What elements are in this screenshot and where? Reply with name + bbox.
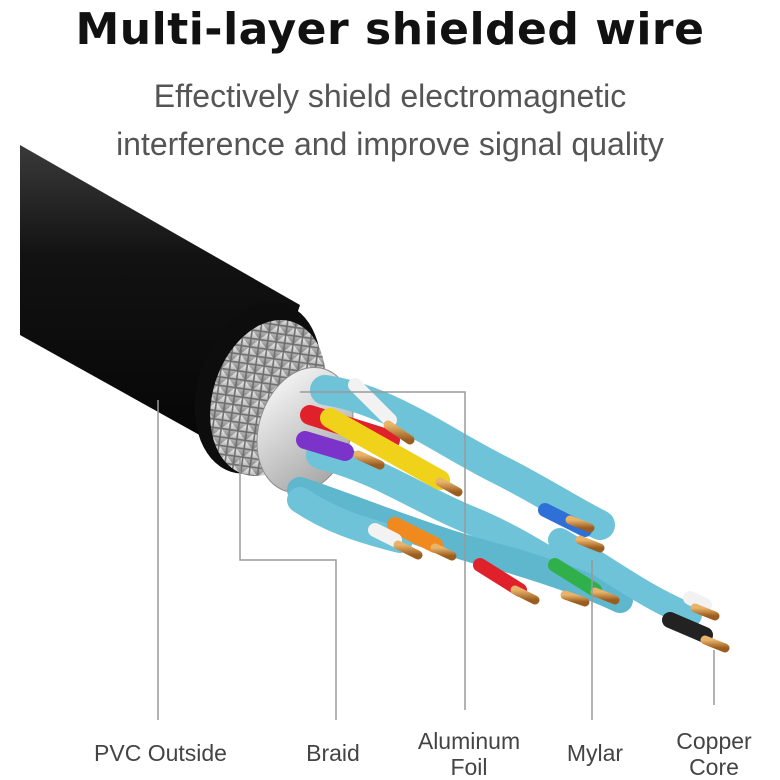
label-copper-core-line-2: Core [689,754,739,780]
label-mylar: Mylar [566,740,624,766]
label-aluminum-foil-line-1: Aluminum [417,728,521,754]
label-copper-core: Copper Core [660,728,768,780]
page-title: Multi-layer shielded wire [75,4,705,55]
copper-cores [353,420,730,653]
subtitle: Effectively shield electromagnetic inter… [60,72,720,168]
label-copper-core-line-1: Copper [676,728,752,754]
subtitle-line-1: Effectively shield electromagnetic [153,78,627,114]
leader-lines [157,391,715,720]
label-aluminum-foil-line-2: Foil [450,754,488,780]
label-pvc-outside: PVC Outside [94,740,227,766]
label-braid: Braid [306,740,360,766]
subtitle-line-2: interference and improve signal quality [116,126,664,162]
label-aluminum-foil: Aluminum Foil [400,728,538,780]
